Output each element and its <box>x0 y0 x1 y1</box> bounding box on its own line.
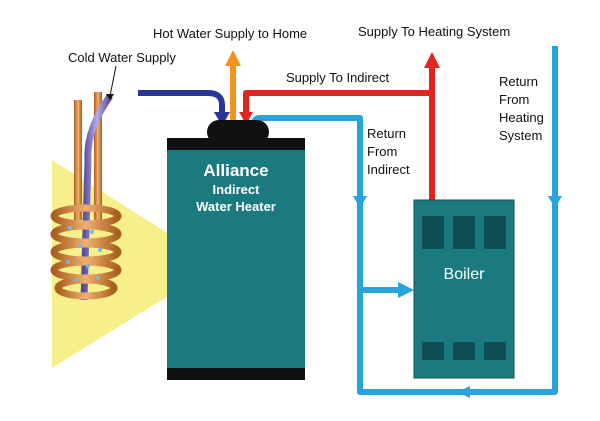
water-heater-tank: Alliance Indirect Water Heater <box>167 120 305 380</box>
hot-water-supply-label: Hot Water Supply to Home <box>153 26 307 41</box>
arrow-down-icon <box>353 196 367 208</box>
return-from-heating-label-1: Return <box>499 74 538 89</box>
heater-line1: Indirect <box>213 182 261 197</box>
supply-heating-label: Supply To Heating System <box>358 24 510 39</box>
cold-water-supply-label: Cold Water Supply <box>68 50 176 65</box>
return-from-indirect-label-3: Indirect <box>367 162 410 177</box>
return-from-heating-label-4: System <box>499 128 542 143</box>
arrow-down-icon <box>548 196 562 208</box>
cold-water-pointer <box>109 65 117 97</box>
supply-to-indirect-pipe <box>239 52 440 200</box>
heat-exchanger-coil <box>50 92 122 301</box>
boiler-label: Boiler <box>444 266 486 283</box>
heater-line2: Water Heater <box>196 199 276 214</box>
magnify-highlight-cone <box>52 160 218 368</box>
arrow-left-icon <box>458 386 470 398</box>
arrow-up-icon <box>225 50 241 66</box>
return-from-heating-label-3: Heating <box>499 110 544 125</box>
cold-water-supply-pipe <box>138 90 230 126</box>
hot-water-outlet-pipe <box>225 50 241 125</box>
arrow-down-icon <box>239 112 253 124</box>
pointer-arrow-icon <box>106 94 114 100</box>
arrow-up-icon <box>424 52 440 68</box>
boiler: Boiler <box>413 199 515 379</box>
return-to-boiler-pipe <box>360 282 414 298</box>
supply-indirect-label: Supply To Indirect <box>286 70 389 85</box>
arrow-down-icon <box>214 112 230 126</box>
return-from-indirect-label-2: From <box>367 144 397 159</box>
heater-brand: Alliance <box>203 161 268 180</box>
return-from-heating-label-2: From <box>499 92 529 107</box>
return-from-indirect-label-1: Return <box>367 126 406 141</box>
arrow-right-icon <box>398 282 414 298</box>
